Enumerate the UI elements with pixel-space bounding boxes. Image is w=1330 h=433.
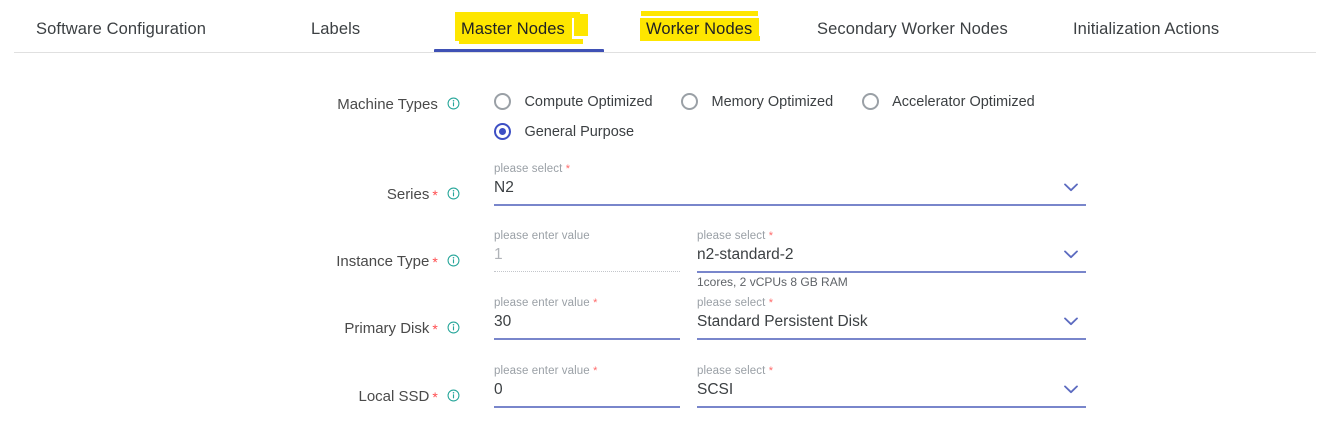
local-ssd-count-value: 0 — [494, 381, 503, 398]
highlight-marker-master-top — [455, 12, 580, 18]
primary-disk-type-value: Standard Persistent Disk — [697, 313, 868, 330]
primary-disk-size-float-label: please enter value * — [494, 297, 598, 309]
tab-secondary-worker-nodes[interactable]: Secondary Worker Nodes — [817, 14, 1008, 44]
radio-accelerator-optimized[interactable]: Accelerator Optimized — [861, 93, 1035, 111]
local-ssd-interface-underline — [697, 406, 1086, 408]
series-label: Series* — [200, 186, 460, 203]
instance-type-count-underline-disabled — [494, 271, 680, 272]
radio-label: Accelerator Optimized — [892, 94, 1035, 110]
series-underline — [494, 204, 1086, 206]
local-ssd-interface-value: SCSI — [697, 381, 734, 398]
radio-memory-optimized[interactable]: Memory Optimized — [681, 93, 833, 111]
info-circle-icon[interactable] — [447, 389, 460, 402]
radio-indicator — [861, 93, 879, 110]
series-float-label: please select * — [494, 163, 571, 175]
instance-type-float-label: please select * — [697, 230, 774, 242]
tab-master-nodes[interactable]: Master Nodes — [455, 14, 572, 44]
local-ssd-count-underline — [494, 406, 680, 408]
tab-label: Labels — [311, 20, 361, 38]
tab-worker-nodes[interactable]: Worker Nodes — [640, 14, 760, 44]
chevron-down-icon[interactable] — [1064, 250, 1078, 259]
required-asterisk: * — [432, 321, 438, 337]
required-asterisk: * — [432, 187, 438, 203]
tab-bar: Software Configuration Labels Master Nod… — [0, 0, 1330, 53]
info-circle-icon[interactable] — [447, 97, 460, 110]
radio-indicator — [494, 93, 511, 110]
info-circle-icon[interactable] — [447, 321, 460, 334]
tab-software-configuration[interactable]: Software Configuration — [36, 14, 206, 44]
highlight-marker-worker-top — [641, 11, 758, 16]
tab-labels[interactable]: Labels — [311, 14, 360, 44]
machine-types-label: Machine Types — [200, 96, 460, 113]
info-circle-icon[interactable] — [447, 254, 460, 267]
tab-initialization-actions[interactable]: Initialization Actions — [1073, 14, 1219, 44]
tab-label: Master Nodes — [455, 18, 572, 41]
highlight-marker-master-bottom — [459, 39, 583, 44]
radio-indicator — [681, 93, 699, 110]
machine-types-row-1: Compute Optimized Memory Optimized Accel… — [494, 93, 1059, 111]
primary-disk-size-underline — [494, 338, 680, 340]
chevron-down-icon[interactable] — [1064, 183, 1078, 192]
tab-label: Worker Nodes — [640, 18, 760, 41]
instance-type-helper-text: 1cores, 2 vCPUs 8 GB RAM — [697, 275, 848, 289]
instance-type-count-value: 1 — [494, 246, 503, 263]
radio-indicator-selected — [494, 123, 511, 140]
required-asterisk: * — [432, 389, 438, 405]
local-ssd-interface-float-label: please select * — [697, 365, 774, 377]
radio-label: General Purpose — [524, 124, 635, 140]
instance-type-label: Instance Type* — [200, 253, 460, 270]
required-asterisk: * — [432, 254, 438, 270]
instance-type-underline — [697, 271, 1086, 273]
info-circle-icon[interactable] — [447, 187, 460, 200]
primary-disk-type-underline — [697, 338, 1086, 340]
local-ssd-count-float-label: please enter value * — [494, 365, 598, 377]
highlight-marker-master-right — [574, 14, 588, 36]
instance-type-count-float-label: please enter value — [494, 230, 590, 242]
radio-general-purpose[interactable]: General Purpose — [494, 123, 634, 141]
machine-types-row-2: General Purpose — [494, 123, 658, 141]
radio-compute-optimized[interactable]: Compute Optimized — [494, 93, 653, 111]
instance-type-value: n2-standard-2 — [697, 246, 794, 263]
tab-label: Initialization Actions — [1073, 20, 1220, 38]
active-tab-indicator — [434, 49, 604, 53]
primary-disk-size-value: 30 — [494, 313, 512, 330]
chevron-down-icon[interactable] — [1064, 317, 1078, 326]
chevron-down-icon[interactable] — [1064, 385, 1078, 394]
tab-label: Software Configuration — [36, 20, 207, 38]
highlight-marker-worker-bottom — [645, 36, 760, 41]
primary-disk-type-float-label: please select * — [697, 297, 774, 309]
tab-bar-divider — [14, 52, 1316, 53]
radio-label: Memory Optimized — [711, 94, 834, 110]
tab-label: Secondary Worker Nodes — [817, 20, 1008, 38]
radio-label: Compute Optimized — [524, 94, 653, 110]
series-value: N2 — [494, 179, 514, 196]
primary-disk-label: Primary Disk* — [200, 320, 460, 337]
local-ssd-label: Local SSD* — [200, 388, 460, 405]
